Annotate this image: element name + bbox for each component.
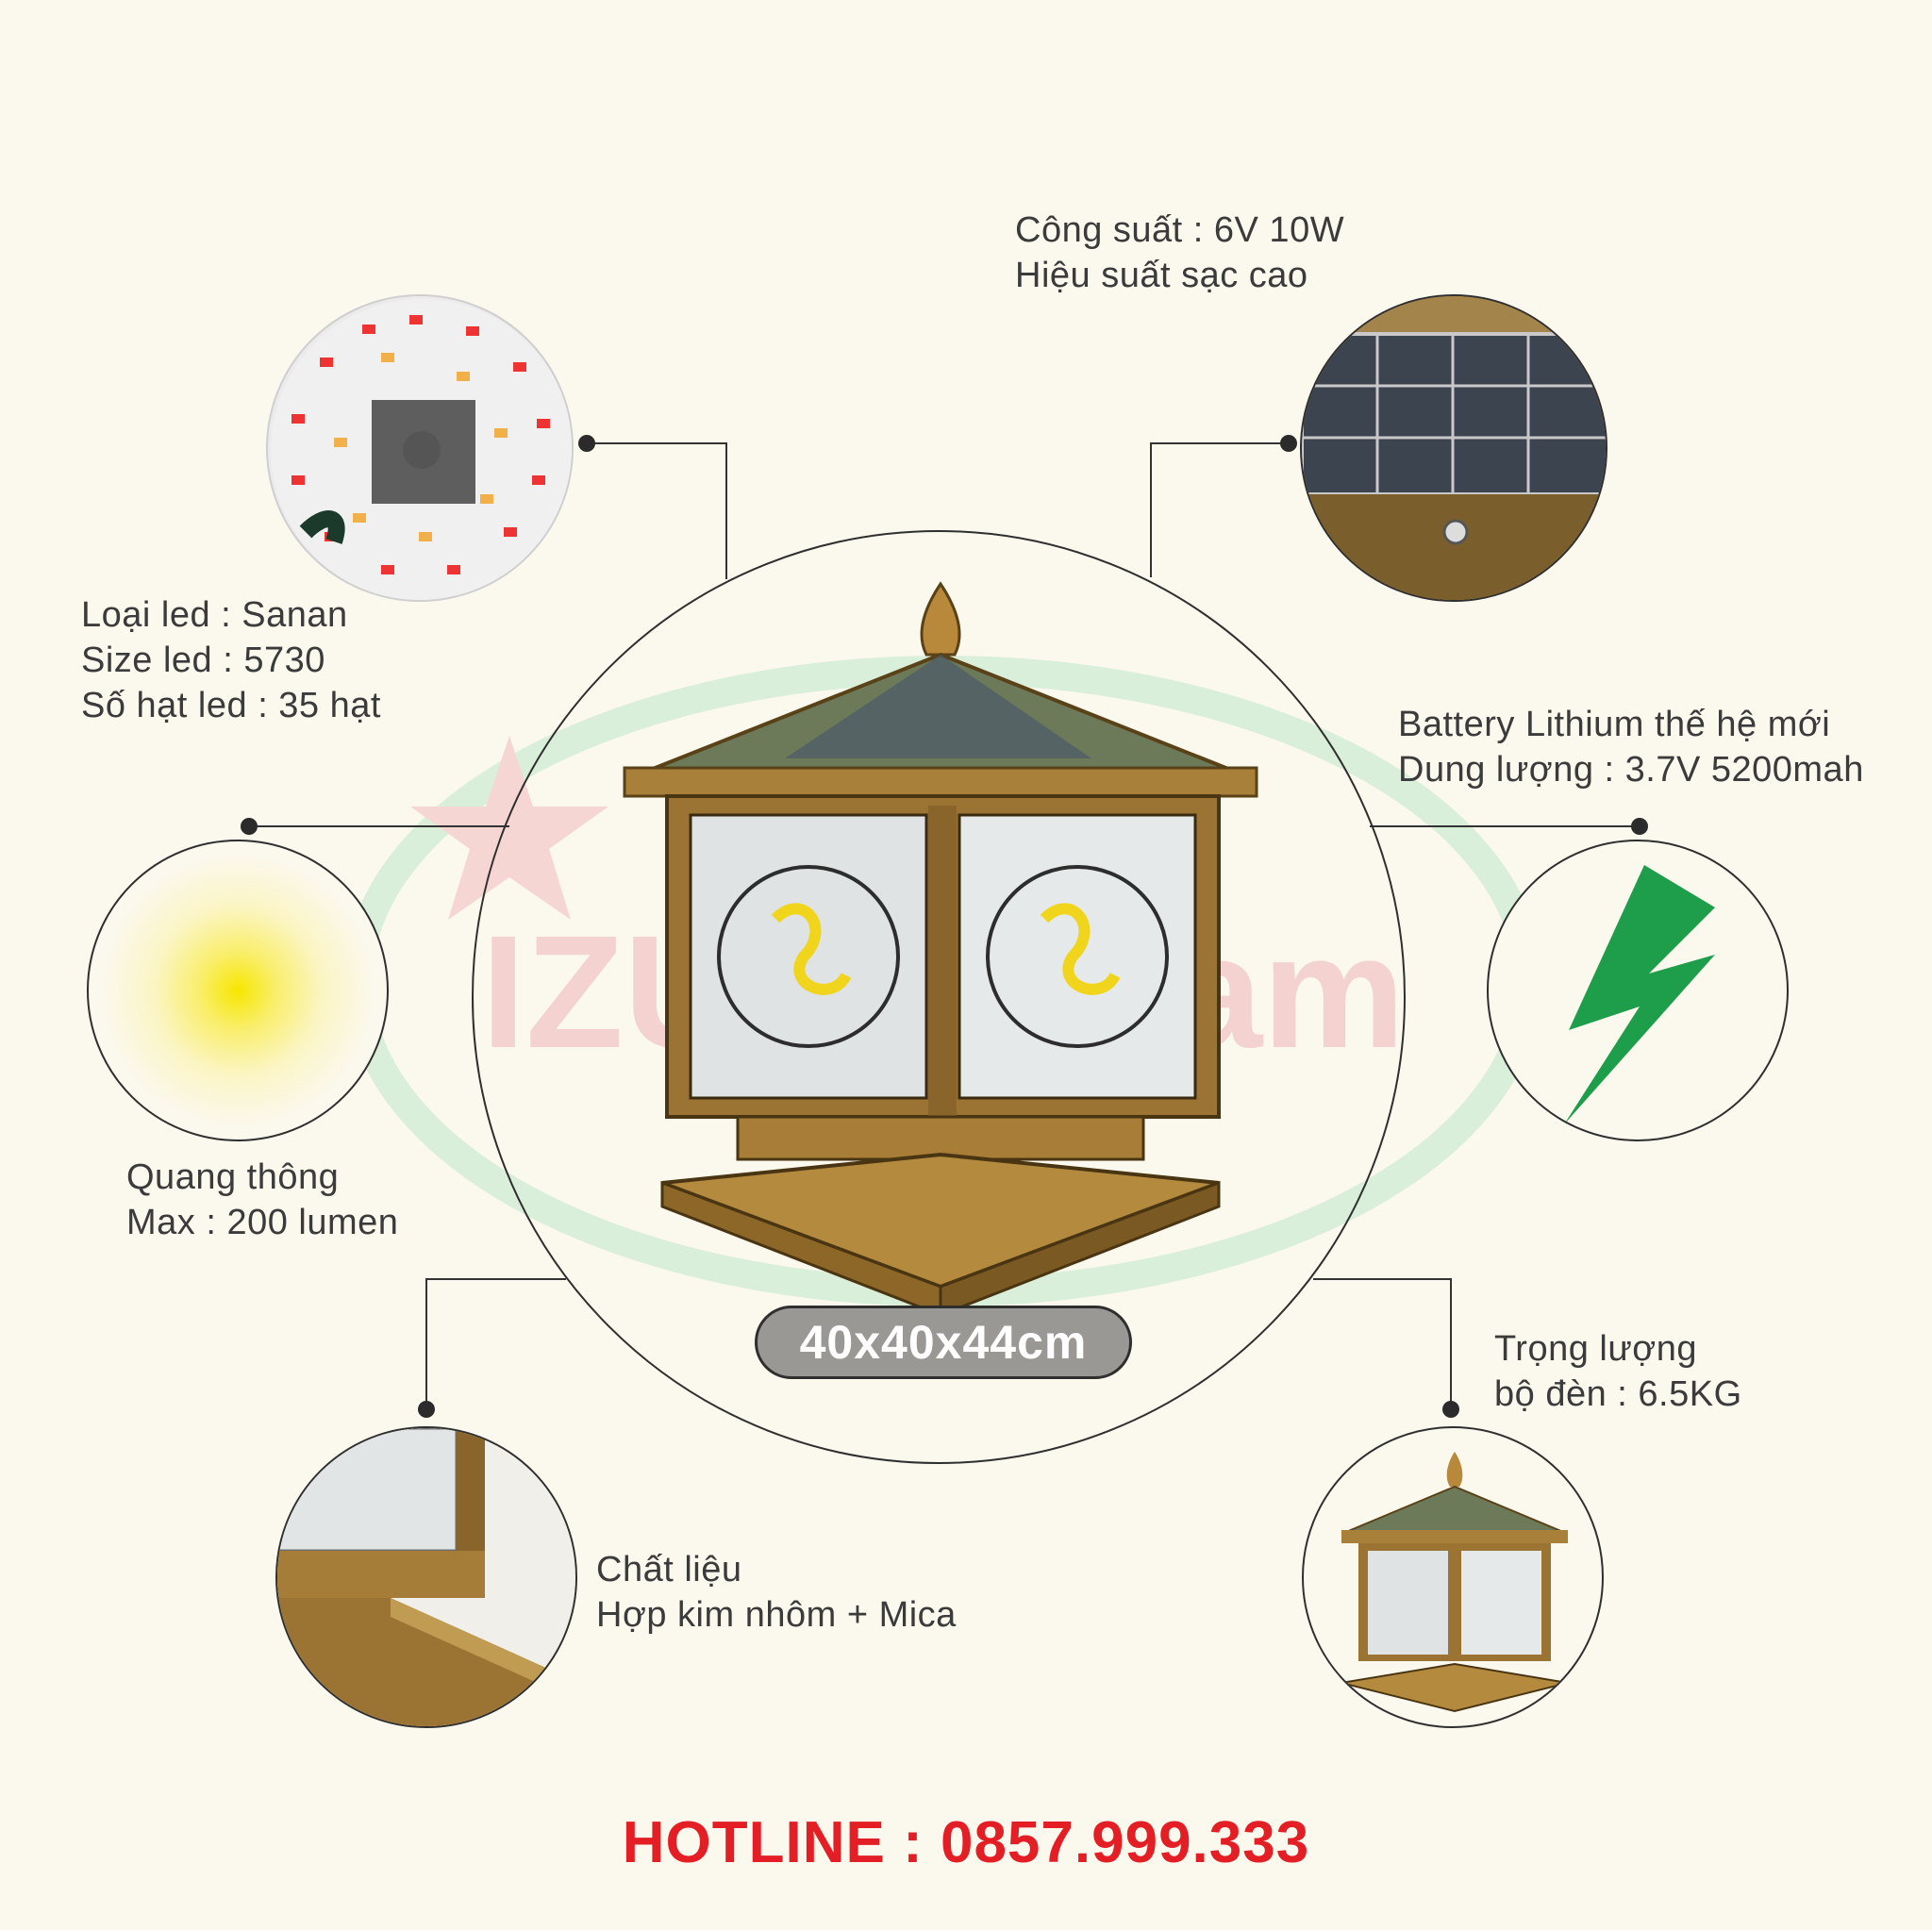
light-glow-icon xyxy=(89,841,90,842)
lamp-thumbnail-image xyxy=(1341,1452,1569,1713)
power-spec-line1: Công suất : 6V 10W xyxy=(1015,210,1345,250)
lumen-spec-line2: Max : 200 lumen xyxy=(126,1203,399,1242)
led-spec-line2: Size led : 5730 xyxy=(81,641,325,680)
solar-connector-dot xyxy=(1280,435,1297,452)
led-board-image xyxy=(271,299,572,600)
weight-spec-line1: Trọng lượng xyxy=(1494,1329,1697,1369)
material-spec-line1: Chất liệu xyxy=(596,1550,742,1589)
weight-circle xyxy=(1302,1426,1604,1728)
main-product-circle xyxy=(472,530,1406,1464)
solar-panel-circle xyxy=(1300,294,1607,602)
light-glow-circle xyxy=(87,840,389,1141)
hotline-text[interactable]: HOTLINE : 0857.999.333 xyxy=(622,1810,1310,1875)
lumen-connector-dot xyxy=(241,818,258,835)
battery-spec-text: Battery Lithium thế hệ mới Dung lượng : … xyxy=(1398,702,1864,792)
weight-spec-text: Trọng lượng bộ đèn : 6.5KG xyxy=(1494,1326,1742,1417)
led-board-circle xyxy=(266,294,574,602)
battery-connector-dot xyxy=(1631,818,1648,835)
lumen-spec-text: Quang thông Max : 200 lumen xyxy=(126,1155,398,1245)
material-spec-text: Chất liệu Hợp kim nhôm + Mica xyxy=(596,1547,957,1638)
material-spec-line2: Hợp kim nhôm + Mica xyxy=(596,1595,957,1635)
battery-circle xyxy=(1487,840,1789,1141)
power-spec-text: Công suất : 6V 10W Hiệu suất sạc cao xyxy=(1015,208,1344,298)
material-circle xyxy=(275,1426,577,1728)
led-spec-line1: Loại led : Sanan xyxy=(81,595,348,635)
solar-panel-image xyxy=(1302,296,1606,600)
led-connector-dot xyxy=(578,435,595,452)
battery-spec-line1: Battery Lithium thế hệ mới xyxy=(1398,705,1831,744)
lumen-spec-line1: Quang thông xyxy=(126,1157,340,1197)
led-spec-line3: Số hạt led : 35 hạt xyxy=(81,686,381,725)
material-connector-dot xyxy=(418,1401,435,1418)
power-spec-line2: Hiệu suất sạc cao xyxy=(1015,256,1308,295)
weight-spec-line2: bộ đèn : 6.5KG xyxy=(1494,1374,1742,1414)
lightning-bolt-icon xyxy=(1564,865,1715,1124)
led-spec-text: Loại led : Sanan Size led : 5730 Số hạt … xyxy=(81,592,381,728)
weight-connector-dot xyxy=(1442,1401,1459,1418)
dimensions-badge: 40x40x44cm xyxy=(755,1306,1132,1379)
battery-spec-line2: Dung lượng : 3.7V 5200mah xyxy=(1398,750,1864,790)
solar-pillar-lamp-image xyxy=(623,581,1258,1318)
material-closeup-image xyxy=(277,1428,575,1726)
